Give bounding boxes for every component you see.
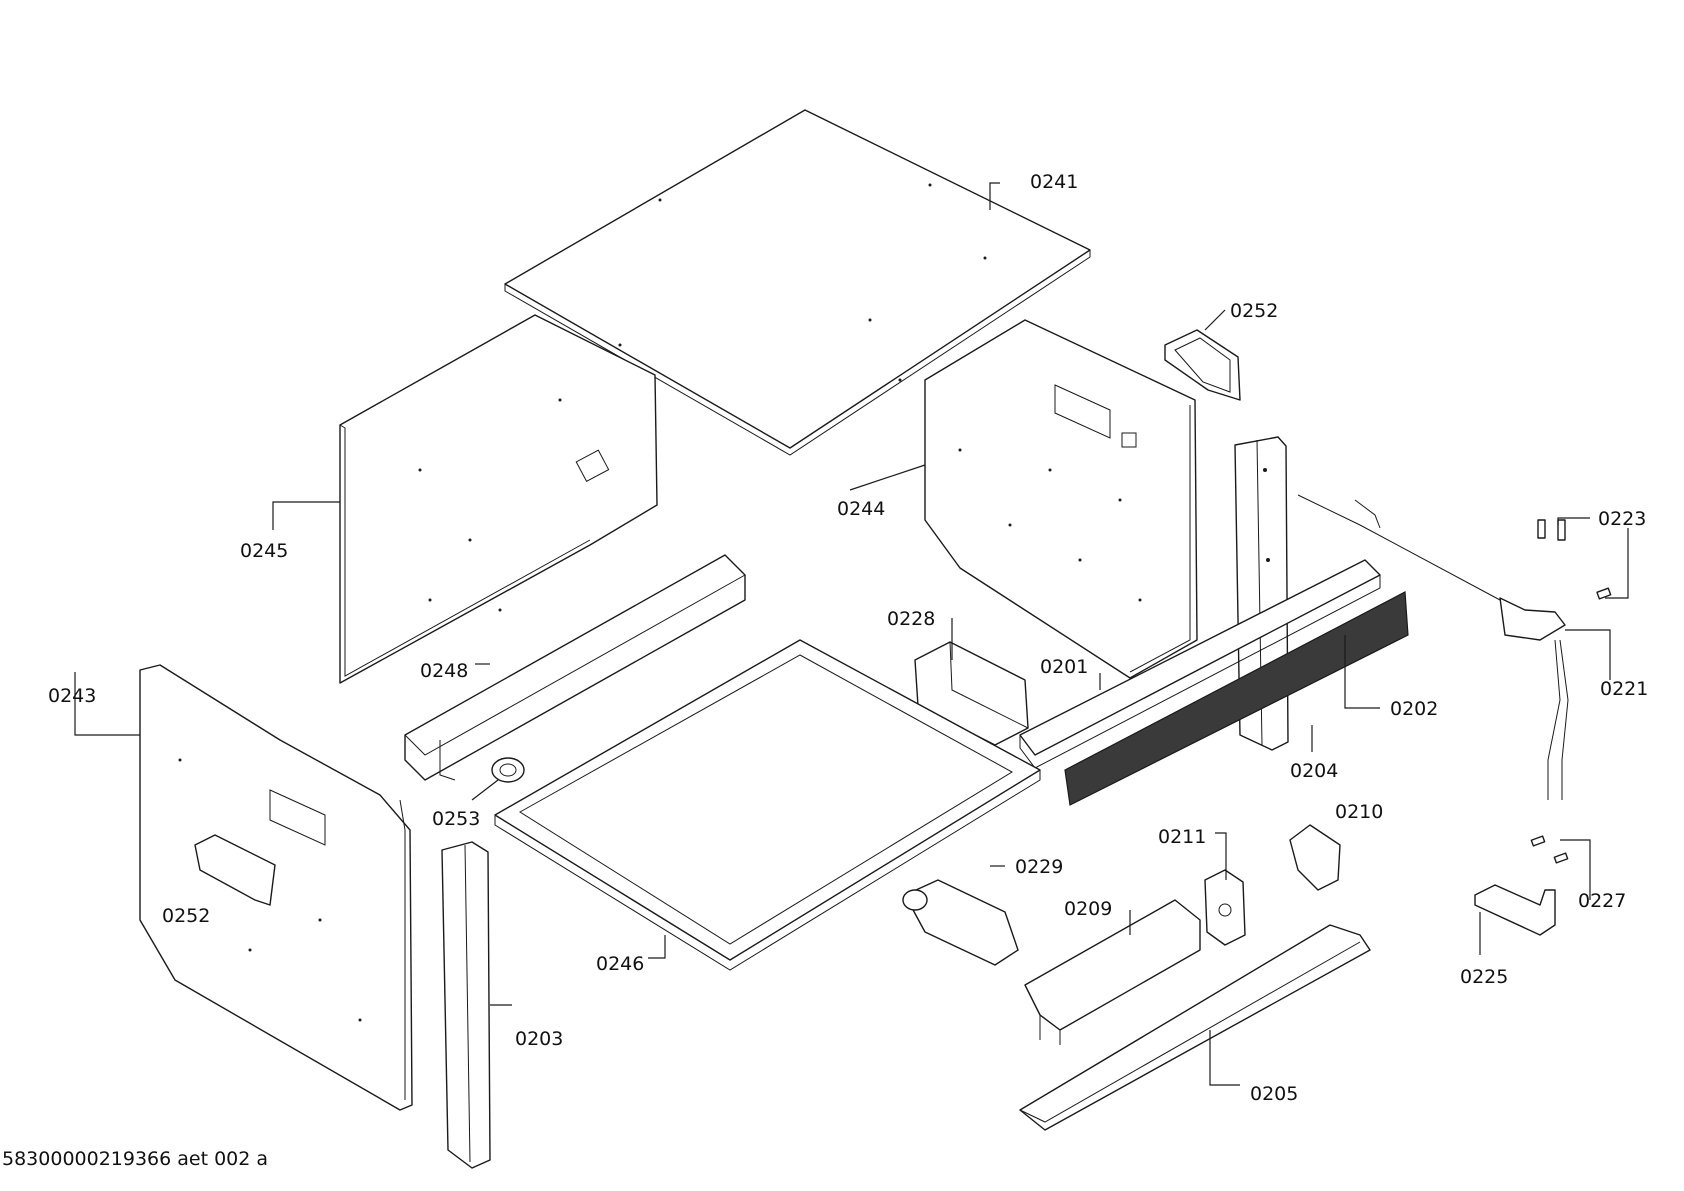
part-0245-left-side-panel bbox=[339, 314, 658, 684]
label-0248: 0248 bbox=[420, 660, 468, 682]
label-0252-lower: 0252 bbox=[162, 905, 210, 927]
part-0252-upper-vent-bracket bbox=[1164, 329, 1241, 401]
label-0209: 0209 bbox=[1064, 898, 1112, 920]
part-0253-knob bbox=[491, 757, 525, 783]
label-0221: 0221 bbox=[1600, 678, 1648, 700]
part-0248-channel-bracket bbox=[404, 554, 746, 781]
document-id: 58300000219366 aet 002 a bbox=[2, 1148, 269, 1170]
label-0211: 0211 bbox=[1158, 826, 1206, 848]
part-0244-right-side-panel bbox=[924, 319, 1198, 679]
leader-lines bbox=[74, 182, 1629, 1086]
part-0227-screws bbox=[1530, 835, 1569, 864]
label-0252-upper: 0252 bbox=[1230, 300, 1278, 322]
part-0241-top-panel bbox=[504, 109, 1091, 456]
label-0202: 0202 bbox=[1390, 698, 1438, 720]
part-0223-screws bbox=[1537, 519, 1612, 600]
label-0244: 0244 bbox=[837, 498, 885, 520]
label-0253: 0253 bbox=[432, 808, 480, 830]
label-0246: 0246 bbox=[596, 953, 644, 975]
label-0203: 0203 bbox=[515, 1028, 563, 1050]
part-0229-ignition-unit bbox=[902, 879, 1019, 966]
part-0246-bottom-panel bbox=[494, 639, 1041, 971]
part-0221-sensor-wire-assembly bbox=[1297, 494, 1569, 800]
label-0243: 0243 bbox=[48, 685, 96, 707]
part-0211-small-bracket bbox=[1204, 869, 1246, 946]
part-0203-vertical-profile bbox=[441, 841, 491, 1169]
label-0227: 0227 bbox=[1578, 890, 1626, 912]
label-0204: 0204 bbox=[1290, 760, 1338, 782]
label-0201: 0201 bbox=[1040, 656, 1088, 678]
label-0229: 0229 bbox=[1015, 856, 1063, 878]
part-number-labels: 0241 0252 0244 0245 0223 0228 0221 0248 … bbox=[48, 171, 1648, 1105]
part-0202-front-grille-strip bbox=[1064, 591, 1409, 806]
part-0205-bottom-rail bbox=[1019, 924, 1371, 1131]
label-0223: 0223 bbox=[1598, 508, 1646, 530]
part-0210-angle-piece bbox=[1289, 824, 1341, 891]
label-0210: 0210 bbox=[1335, 801, 1383, 823]
label-0225: 0225 bbox=[1460, 966, 1508, 988]
label-0205: 0205 bbox=[1250, 1083, 1298, 1105]
label-0228: 0228 bbox=[887, 608, 935, 630]
label-0241: 0241 bbox=[1030, 171, 1078, 193]
label-0245: 0245 bbox=[240, 540, 288, 562]
part-0243-left-outer-panel bbox=[139, 664, 413, 1111]
part-0209-air-duct bbox=[1024, 899, 1201, 1045]
part-0225-hinge-bracket bbox=[1474, 884, 1556, 936]
